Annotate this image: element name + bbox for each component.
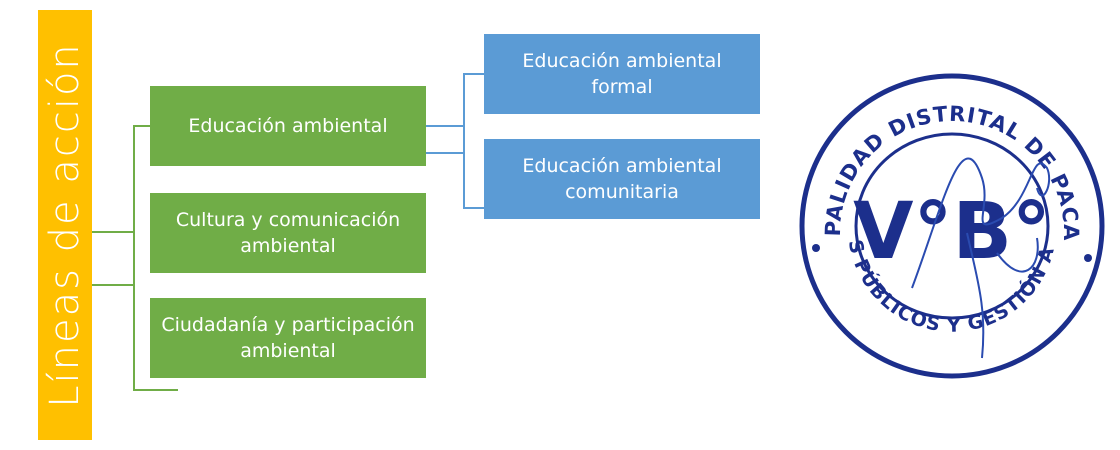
municipal-stamp: MUNICIPALIDAD DISTRITAL DE PACASMAYO SER…: [792, 58, 1105, 379]
subline-node-educacion-comunitaria: Educación ambiental comunitaria: [484, 139, 760, 219]
line-node-ciudadania-participacion: Ciudadanía y participación ambiental: [150, 298, 426, 378]
title-bar: Líneas de acción: [38, 10, 92, 440]
subline-node-educacion-formal: Educación ambiental formal: [484, 34, 760, 114]
stamp-outer-ring: [799, 73, 1105, 379]
stamp-center-text: V°B°: [853, 187, 1051, 277]
right-bracket: [463, 73, 484, 209]
line-node-educacion-ambiental: Educación ambiental: [150, 86, 426, 166]
stamp-left-dot: [812, 244, 820, 252]
stamp-right-dot: [1084, 254, 1092, 262]
line-node-cultura-comunicacion: Cultura y comunicación ambiental: [150, 193, 426, 273]
left-bracket: [133, 125, 178, 391]
stamp-inner-ring: [854, 132, 1050, 320]
signature-scribble: [911, 157, 1051, 359]
